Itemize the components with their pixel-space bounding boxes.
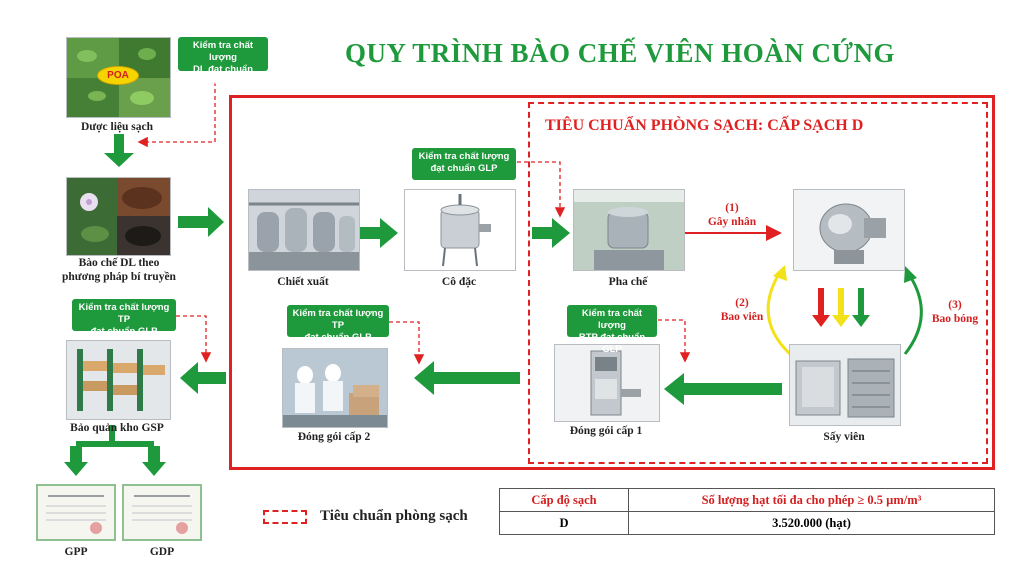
seed-label: (1) Gây nhân [692, 201, 772, 229]
traditional-line1: Bào chế DL theo [78, 257, 160, 269]
traditional-photo [66, 177, 171, 256]
tp-qc-badge: Kiểm tra chất lượng TP đạt chuẩn GLP [72, 299, 176, 337]
legend-label: Tiêu chuẩn phòng sạch [320, 508, 468, 524]
herbs-qc-line1: Kiểm tra chất lượng [192, 40, 254, 63]
polish-num: (3) [948, 299, 962, 311]
tp2-qc-line1: Kiểm tra chất lượng TP [292, 308, 384, 331]
coating-drum-photo [793, 189, 905, 271]
mixing-photo [573, 189, 685, 271]
clean-room-frame [528, 102, 988, 464]
btp-qc-badge: Kiểm tra chất lượng BTP đạt chuẩn GLP [567, 305, 657, 355]
dryer-photo [789, 344, 901, 426]
gpp-label: GPP [64, 546, 88, 558]
page-title: QUY TRÌNH BÀO CHẾ VIÊN HOÀN CỨNG [344, 38, 896, 68]
table-header-row: Cấp độ sạch Số lượng hạt tối đa cho phép… [499, 488, 995, 512]
gpp-certificate [36, 484, 116, 541]
packing2-photo [282, 348, 388, 428]
extraction-label: Chiết xuất [277, 276, 329, 288]
coat-text: Bao viên [720, 311, 764, 323]
concentration-label: Cô đặc [441, 276, 477, 288]
glp-qc-line1: Kiểm tra chất lượng [418, 151, 510, 162]
tp-qc-line1: Kiểm tra chất lượng TP [78, 302, 170, 325]
packing2-label: Đóng gói cấp 2 [297, 431, 371, 443]
polish-text: Bao bóng [931, 313, 979, 325]
gdp-certificate [122, 484, 202, 541]
packing1-label: Đóng gói cấp 1 [569, 425, 643, 437]
clean-grade-table: Cấp độ sạch Số lượng hạt tối đa cho phép… [499, 488, 995, 535]
header-particles: Số lượng hạt tối đa cho phép ≥ 0.5 µm/m³ [628, 488, 995, 512]
btp-qc-line1: Kiểm tra chất lượng [581, 308, 643, 331]
tp-qc-line2: đạt chuẩn GLP [90, 326, 158, 337]
concentration-photo [404, 189, 516, 271]
legend-dashed-swatch [263, 510, 307, 524]
poa-logo: POA [97, 66, 139, 85]
header-grade: Cấp độ sạch [499, 488, 629, 512]
clean-herbs-label: Dược liệu sạch [80, 121, 154, 133]
glp-qc-line2: đạt chuẩn GLP [430, 163, 498, 174]
traditional-line2: phương pháp bí truyền [62, 271, 176, 283]
coat-label: (2) Bao viên [712, 296, 772, 324]
coat-num: (2) [735, 297, 749, 309]
extraction-photo [248, 189, 360, 271]
clean-room-title: TIÊU CHUẨN PHÒNG SẠCH: CẤP SẠCH D [545, 117, 864, 134]
herbs-qc-badge: Kiểm tra chất lượng DL đạt chuẩn GLP [178, 37, 268, 87]
drying-label: Sấy viên [823, 431, 865, 443]
production-frame [229, 95, 995, 470]
gdp-label: GDP [149, 546, 175, 558]
glp-qc-badge: Kiểm tra chất lượng đạt chuẩn GLP [412, 148, 516, 180]
btp-qc-line2: BTP đạt chuẩn GLP [578, 332, 646, 355]
seed-num: (1) [725, 202, 739, 214]
tp2-qc-badge: Kiểm tra chất lượng TP đạt chuẩn GLP [287, 305, 389, 343]
mixing-label: Pha chế [608, 276, 648, 288]
storage-label: Bảo quản kho GSP [70, 422, 164, 434]
packing1-photo [554, 344, 660, 422]
polish-label: (3) Bao bóng [920, 298, 990, 326]
herbs-qc-line2: DL đạt chuẩn GLP [193, 64, 253, 87]
storage-photo [66, 340, 171, 420]
traditional-label: Bào chế DL theo phương pháp bí truyền [44, 256, 194, 284]
seed-text: Gây nhân [707, 216, 757, 228]
tp2-qc-line2: đạt chuẩn GLP [304, 332, 372, 343]
table-row: D 3.520.000 (hạt) [499, 511, 995, 535]
cell-particles: 3.520.000 (hạt) [628, 511, 995, 535]
cell-grade: D [499, 511, 629, 535]
